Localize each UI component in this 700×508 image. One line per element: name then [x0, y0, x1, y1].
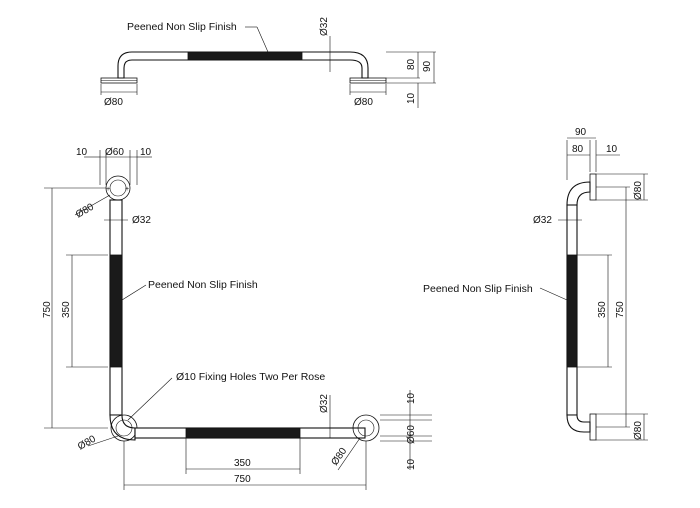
- top-peened-section: [187, 51, 303, 61]
- front-peened-note: Peened Non Slip Finish: [148, 279, 258, 291]
- side-peened: [566, 254, 578, 368]
- side-rose-bottom-label: Ø80: [633, 421, 644, 440]
- top-peened-note: Peened Non Slip Finish: [127, 21, 237, 33]
- front-vertical-peened: [109, 254, 123, 368]
- front-10-right-label: 10: [140, 147, 152, 158]
- front-dia60-right-label: Ø60: [406, 425, 417, 444]
- top-90-label: 90: [422, 60, 433, 72]
- front-350-vert-label: 350: [61, 301, 72, 318]
- front-dia32-horiz-label: Ø32: [319, 394, 330, 413]
- front-350-horiz-label: 350: [234, 458, 251, 469]
- side-dia32-label: Ø32: [533, 215, 552, 226]
- front-750-horiz-label: 750: [234, 474, 251, 485]
- side-350-label: 350: [597, 301, 608, 318]
- side-rose-top-label: Ø80: [633, 181, 644, 200]
- front-10-bottom-label: 10: [406, 458, 417, 470]
- front-rose-bottom-left-label: Ø80: [76, 433, 98, 452]
- front-10-top-label: 10: [406, 392, 417, 404]
- front-dia32-vert-label: Ø32: [132, 215, 151, 226]
- top-rose-right-label: Ø80: [354, 97, 373, 108]
- top-view: Peened Non Slip Finish Ø32 Ø80 Ø80 80 90…: [100, 17, 436, 108]
- side-80-label: 80: [572, 144, 584, 155]
- fixing-holes-note: Ø10 Fixing Holes Two Per Rose: [176, 371, 325, 383]
- front-rose-top-label: Ø80: [74, 201, 96, 220]
- side-rose-top: [589, 173, 597, 201]
- side-view: 90 80 10 Ø32 Peened Non Slip Finish 350 …: [423, 127, 648, 441]
- side-90-label: 90: [575, 127, 587, 138]
- front-horizontal-peened: [185, 427, 301, 439]
- front-750-vert-label: 750: [42, 301, 53, 318]
- side-10-label: 10: [606, 144, 618, 155]
- svg-text:+: +: [106, 186, 110, 193]
- side-peened-note: Peened Non Slip Finish: [423, 283, 533, 295]
- side-rose-bottom: [589, 413, 597, 441]
- top-rose-left-label: Ø80: [104, 97, 123, 108]
- front-view: + + 10 Ø60 10 Ø80 Ø32 750: [42, 147, 432, 490]
- svg-text:+: +: [125, 186, 129, 193]
- top-80-label: 80: [406, 58, 417, 70]
- top-dia32-label: Ø32: [319, 17, 330, 36]
- front-rose-bottom-right-label: Ø80: [329, 446, 349, 468]
- top-10-label: 10: [406, 92, 417, 104]
- front-dia60-label: Ø60: [105, 147, 124, 158]
- side-750-label: 750: [615, 301, 626, 318]
- front-10-left-label: 10: [76, 147, 88, 158]
